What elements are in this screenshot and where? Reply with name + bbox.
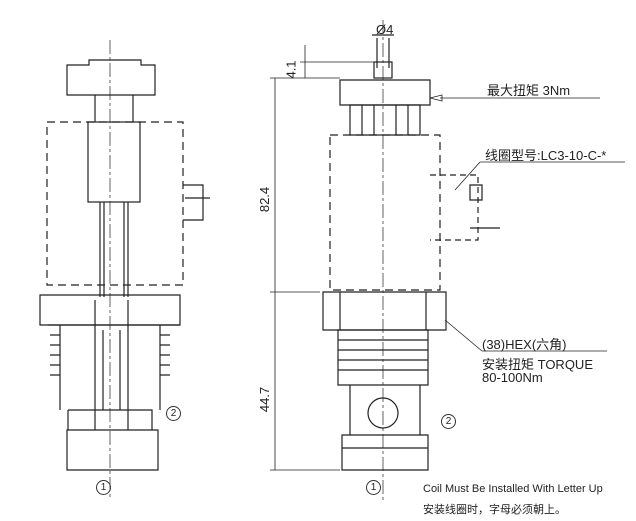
hex-label: (38)HEX(六角): [482, 337, 567, 352]
max-torque-label: 最大扭矩 3Nm: [487, 83, 571, 98]
top-height-dim: 4.1: [283, 60, 299, 79]
exterior-view: [322, 20, 500, 500]
torque-range-label: 80-100Nm: [482, 370, 543, 385]
diameter-dim: Ø4: [376, 22, 394, 37]
port-1-left: 1: [96, 480, 111, 495]
port-2-right: 2: [441, 414, 456, 429]
total-height-dim: 82.4: [257, 186, 273, 213]
port-1-right: 1: [366, 480, 381, 495]
note-english: Coil Must Be Installed With Letter Up: [423, 483, 603, 495]
lower-height-dim: 44.7: [257, 386, 273, 413]
section-view: [39, 40, 210, 500]
port-2-left: 2: [166, 406, 181, 421]
note-chinese: 安装线圈时，字母必须朝上。: [423, 504, 566, 516]
coil-model-label: 线圈型号:LC3-10-C-*: [485, 148, 607, 163]
install-torque-label: 安装扭矩 TORQUE: [482, 357, 593, 372]
dimension-lines: [270, 45, 625, 471]
